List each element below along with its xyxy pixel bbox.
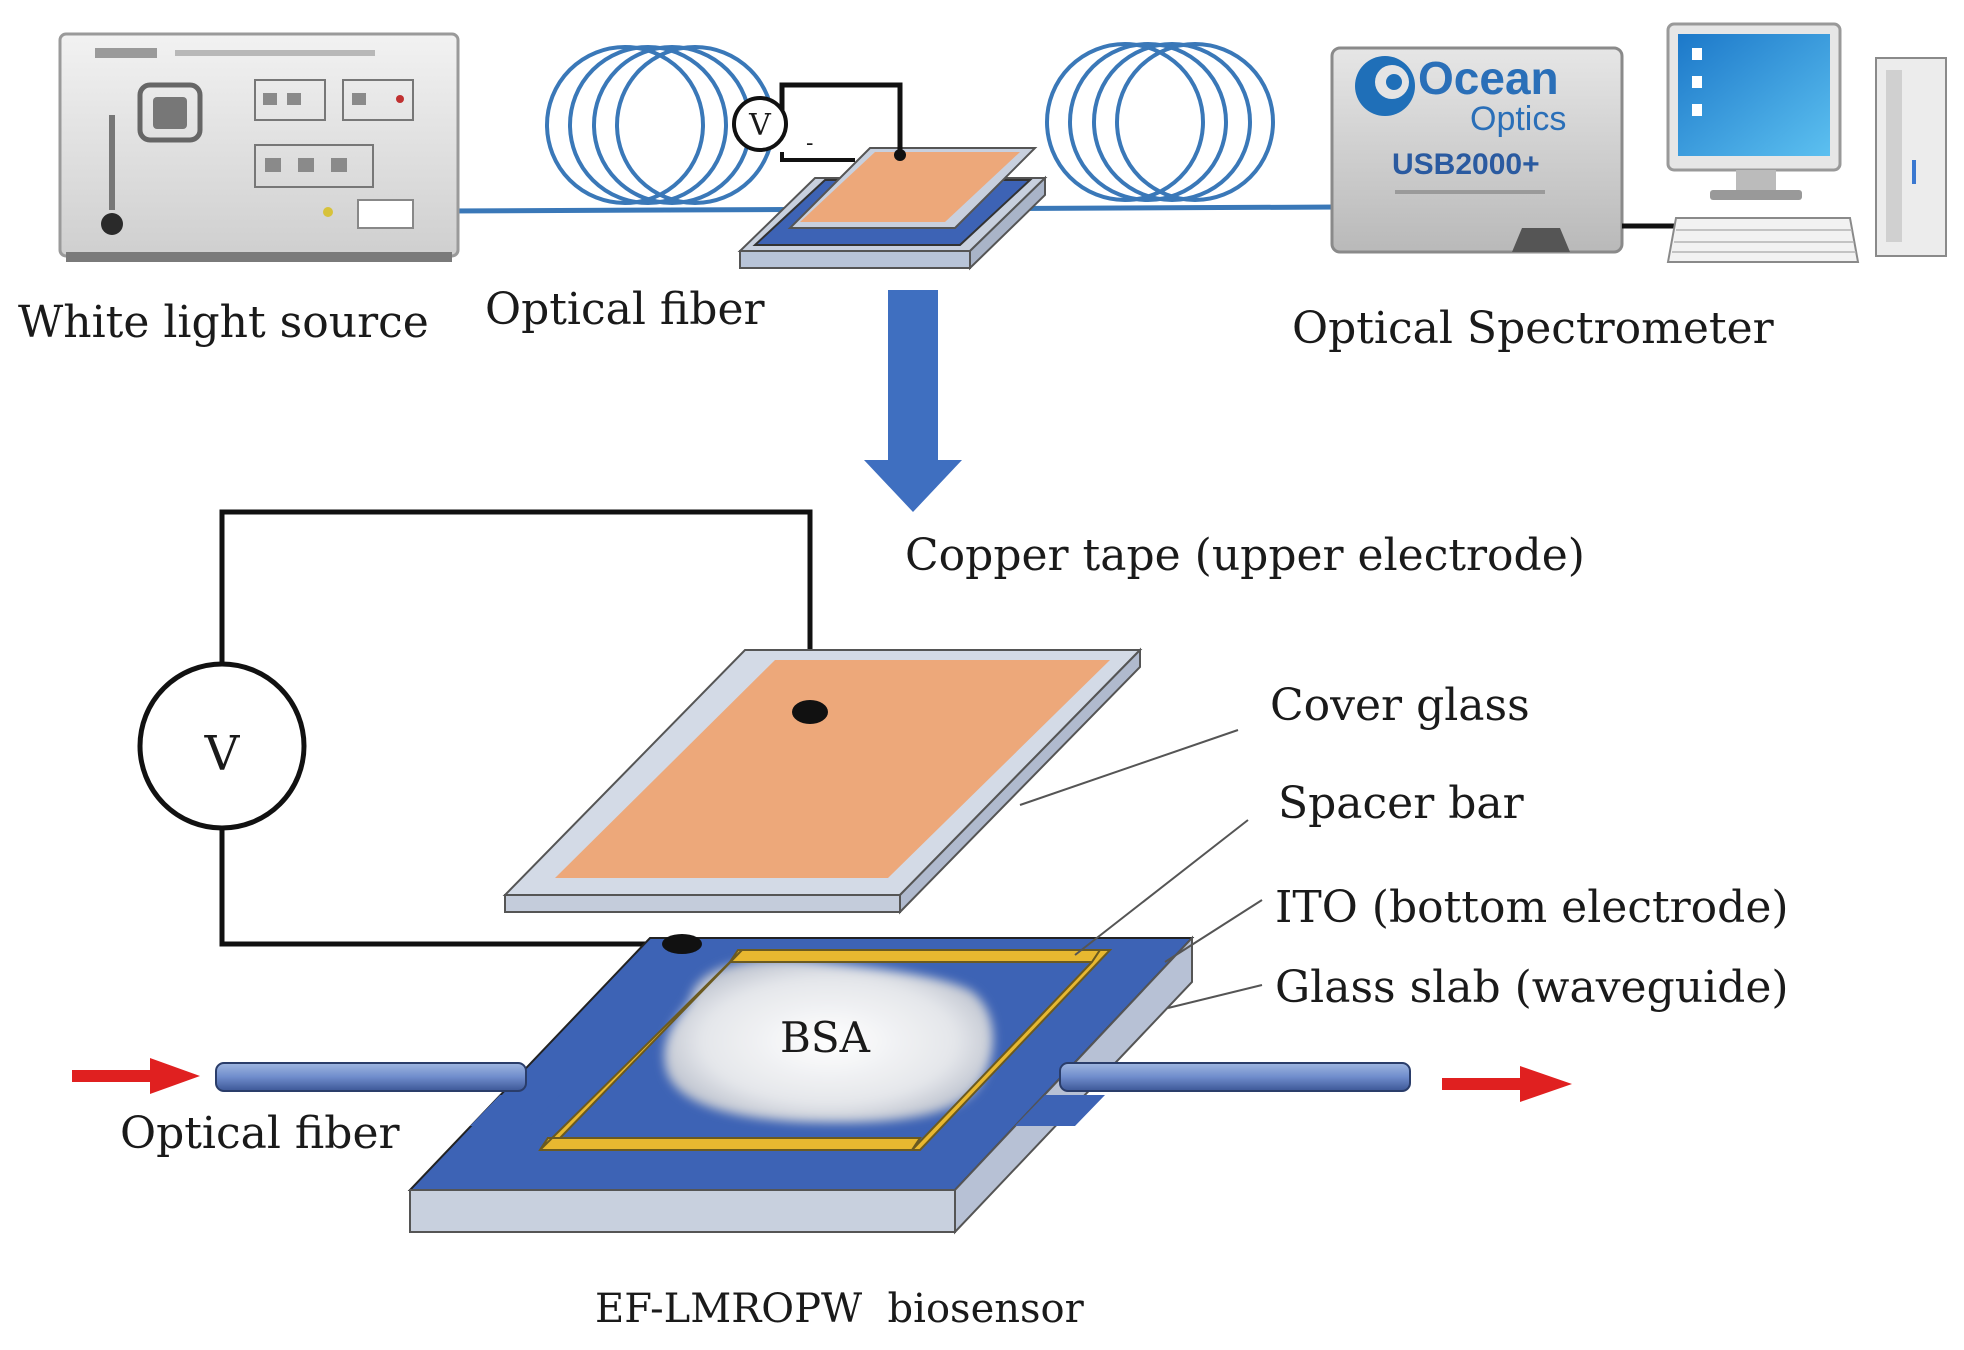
bottom-fiber-left xyxy=(215,1062,527,1092)
voltmeter-icon: V xyxy=(137,661,307,831)
small-sensor-icon xyxy=(737,147,1048,271)
spectrometer-brand-line1: Ocean xyxy=(1418,52,1559,104)
circuit-wire-lower xyxy=(219,830,685,947)
label-copper-tape: Copper tape (upper electrode) xyxy=(905,530,1585,581)
label-ito: ITO (bottom electrode) xyxy=(1275,882,1789,933)
computer-icon xyxy=(1666,22,1947,263)
down-arrow-icon xyxy=(864,290,962,512)
label-optical-spectrometer: Optical Spectrometer xyxy=(1292,303,1775,354)
label-spacer-bar: Spacer bar xyxy=(1278,778,1525,829)
light-source-instrument-icon xyxy=(58,32,460,262)
circuit-wire xyxy=(219,509,813,712)
label-white-light-source: White light source xyxy=(18,297,429,348)
spacer-bar-frame xyxy=(538,949,1113,1151)
ito-contact-dot xyxy=(662,934,702,954)
right-fiber-coil-icon xyxy=(1045,42,1275,202)
label-bsa: BSA xyxy=(780,1013,871,1062)
label-optical-fiber-bottom: Optical fiber xyxy=(120,1108,400,1159)
voltmeter-symbol: V xyxy=(204,726,241,782)
slab-overlap-left xyxy=(470,1095,560,1126)
caption: EF-LMROPW biosensor xyxy=(595,1286,1085,1332)
output-red-arrow-icon xyxy=(1442,1066,1572,1102)
spectrometer-brand-line2: Optics xyxy=(1470,100,1566,138)
spectrometer-model: USB2000+ xyxy=(1392,148,1540,181)
label-cover-glass: Cover glass xyxy=(1270,680,1530,731)
spectrometer-device-icon: Ocean Optics USB2000+ xyxy=(1330,46,1624,254)
input-red-arrow-icon xyxy=(72,1058,200,1094)
cover-glass-with-copper xyxy=(502,647,1143,915)
small-voltmeter-symbol: V xyxy=(748,108,772,143)
bottom-fiber-right xyxy=(1059,1062,1411,1092)
label-optical-fiber-top: Optical fiber xyxy=(485,284,765,335)
small-voltmeter-circuit: V - xyxy=(732,82,906,162)
label-glass-slab: Glass slab (waveguide) xyxy=(1275,962,1789,1013)
slab-overlap-right xyxy=(1015,1095,1105,1126)
bsa-blob: BSA xyxy=(664,959,994,1123)
leader-lines xyxy=(1019,729,1263,1009)
small-minus-sign: - xyxy=(806,131,813,156)
